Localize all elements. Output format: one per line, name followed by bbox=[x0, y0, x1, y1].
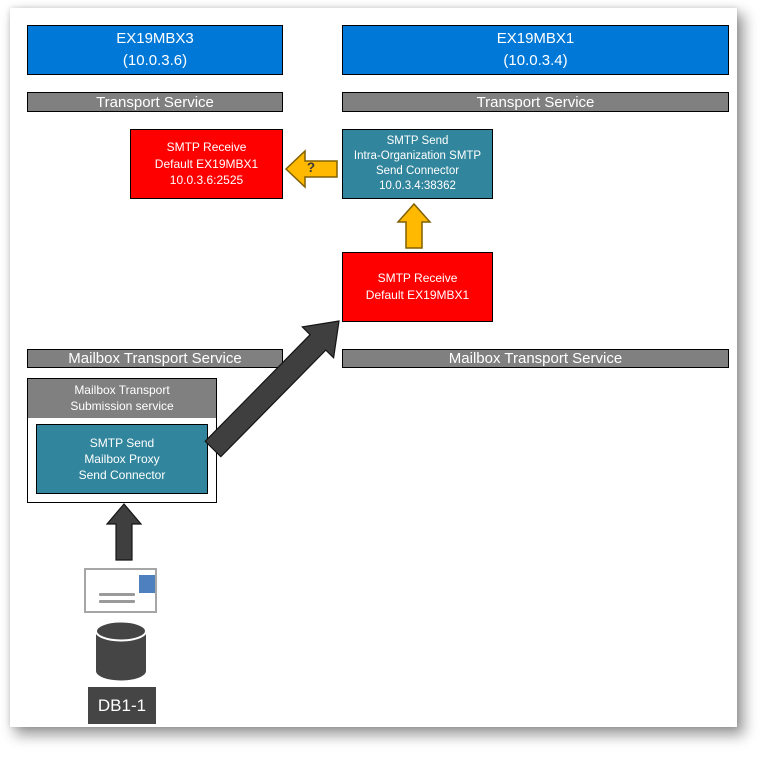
envelope-icon bbox=[84, 568, 157, 613]
envelope-stamp bbox=[139, 575, 155, 593]
node-line: Intra-Organization SMTP bbox=[353, 150, 482, 162]
question-mark-label: ? bbox=[306, 160, 316, 175]
server-name: EX19MBX3 bbox=[116, 30, 194, 47]
bar-label: Transport Service bbox=[96, 93, 214, 111]
node-line: 10.0.3.4:38362 bbox=[379, 180, 456, 192]
node-line: SMTP Receive bbox=[377, 271, 458, 285]
database-cylinder-top bbox=[95, 620, 147, 642]
node-smtp-receive-default-ex19mbx3: SMTP Receive Default EX19MBX1 10.0.3.6:2… bbox=[130, 129, 283, 199]
bar-transport-service-right: Transport Service bbox=[342, 92, 729, 112]
node-line: Default EX19MBX1 bbox=[365, 288, 470, 302]
node-line: SMTP Send bbox=[89, 436, 155, 450]
bar-mailbox-transport-service-right: Mailbox Transport Service bbox=[342, 349, 729, 368]
database-name: DB1-1 bbox=[97, 695, 147, 715]
bar-label: Transport Service bbox=[476, 93, 595, 111]
node-line: Default EX19MBX1 bbox=[154, 156, 259, 171]
header-line: Mailbox Transport bbox=[74, 383, 170, 397]
envelope-text-line bbox=[99, 593, 135, 596]
node-line: Send Connector bbox=[78, 468, 166, 482]
server-ip: (10.0.3.6) bbox=[122, 52, 188, 69]
node-line: Mailbox Proxy bbox=[84, 452, 160, 466]
node-line: Send Connector bbox=[375, 165, 460, 177]
bar-label: Mailbox Transport Service bbox=[68, 350, 242, 367]
header-line: Submission service bbox=[70, 398, 174, 413]
container-mailbox-transport-submission: Mailbox Transport Submission service SMT… bbox=[27, 378, 217, 503]
node-smtp-receive-default-ex19mbx1: SMTP Receive Default EX19MBX1 bbox=[342, 252, 493, 322]
node-line: SMTP Send bbox=[386, 135, 449, 147]
database-cylinder-icon bbox=[96, 631, 146, 681]
diagram-frame: EX19MBX3 (10.0.3.6) EX19MBX1 (10.0.3.4) … bbox=[10, 8, 737, 727]
bar-mailbox-transport-service-left: Mailbox Transport Service bbox=[27, 349, 283, 368]
node-line: SMTP Receive bbox=[166, 140, 247, 155]
dark-up-arrow bbox=[105, 503, 143, 561]
database-label: DB1-1 bbox=[88, 687, 156, 724]
server-ip: (10.0.3.4) bbox=[503, 52, 568, 69]
node-smtp-send-intra-org-connector: SMTP Send Intra-Organization SMTP Send C… bbox=[342, 129, 493, 199]
orange-up-arrow bbox=[396, 202, 432, 249]
node-line: 10.0.3.6:2525 bbox=[169, 173, 244, 188]
server-box-ex19mbx3: EX19MBX3 (10.0.3.6) bbox=[27, 25, 283, 75]
server-name: EX19MBX1 bbox=[496, 30, 575, 47]
bar-transport-service-left: Transport Service bbox=[27, 92, 283, 112]
node-smtp-send-mailbox-proxy-connector: SMTP Send Mailbox Proxy Send Connector bbox=[36, 424, 208, 494]
server-box-ex19mbx1: EX19MBX1 (10.0.3.4) bbox=[342, 25, 729, 75]
envelope-text-line bbox=[99, 600, 135, 603]
header-mailbox-transport-submission: Mailbox Transport Submission service bbox=[28, 379, 216, 418]
bar-label: Mailbox Transport Service bbox=[448, 350, 623, 367]
dark-diagonal-arrow bbox=[204, 320, 340, 458]
